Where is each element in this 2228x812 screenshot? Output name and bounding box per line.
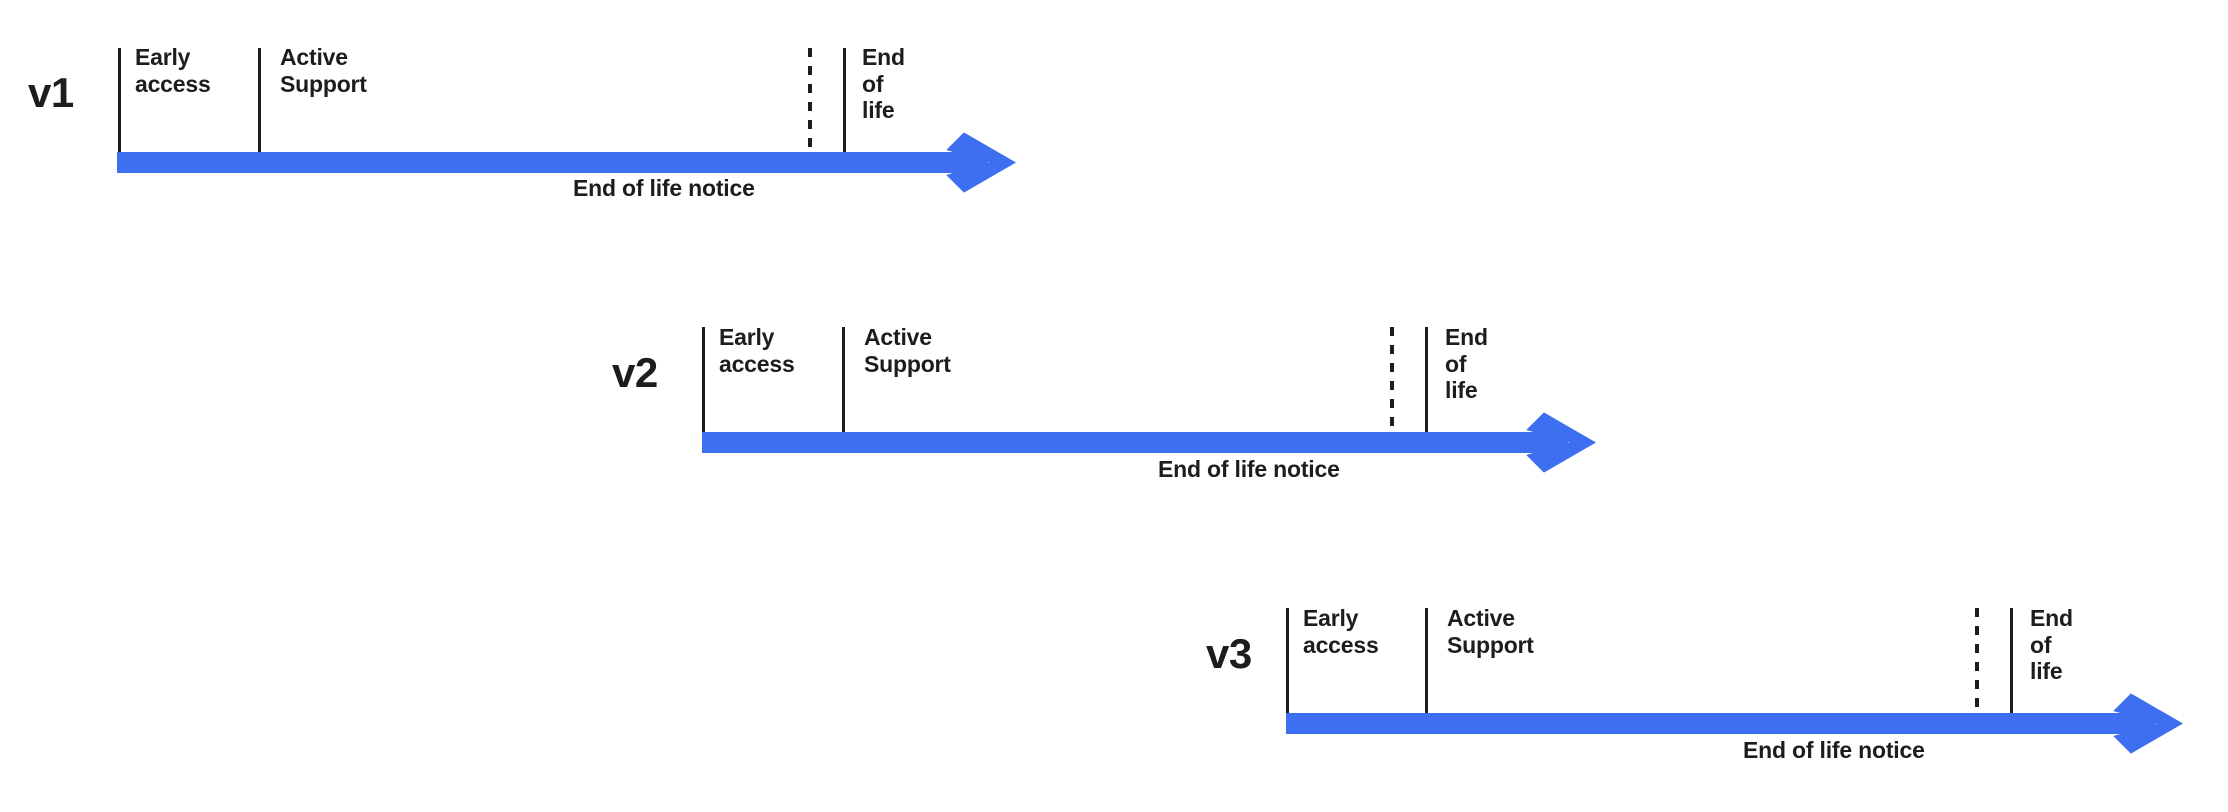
- timeline-arrow-v1: [117, 132, 1016, 193]
- version-label-v2: v2: [612, 349, 658, 396]
- arrow-head-icon: [1526, 412, 1596, 473]
- end-of-life-notice-divider: [808, 48, 812, 152]
- early-access-start-divider: [118, 48, 121, 152]
- timeline-arrow-v3: [1286, 693, 2183, 754]
- phase-label-active-support: Active Support: [280, 44, 367, 97]
- active-support-start-divider: [842, 327, 845, 432]
- phase-label-end-of-life: End of life: [1445, 324, 1488, 404]
- phase-label-active-support: Active Support: [864, 324, 951, 377]
- phase-label-early-access: Early access: [719, 324, 795, 377]
- timeline-bar: [702, 432, 1568, 453]
- phase-label-active-support: Active Support: [1447, 605, 1534, 658]
- end-of-life-notice-divider: [1390, 327, 1394, 432]
- phase-label-end-of-life: End of life: [862, 44, 905, 124]
- end-of-life-start-divider: [2010, 608, 2013, 713]
- early-access-start-divider: [1286, 608, 1289, 713]
- version-label-v1: v1: [28, 69, 74, 116]
- timeline-bar: [1286, 713, 2155, 734]
- timeline-bar: [117, 152, 988, 173]
- timeline-arrow-v2: [702, 412, 1596, 473]
- phase-label-end-of-life-notice: End of life notice: [1158, 456, 1340, 482]
- phase-label-end-of-life-notice: End of life notice: [573, 175, 755, 201]
- active-support-start-divider: [1425, 608, 1428, 713]
- phase-label-end-of-life: End of life: [2030, 605, 2073, 685]
- active-support-start-divider: [258, 48, 261, 152]
- arrow-head-icon: [946, 132, 1016, 193]
- arrow-head-icon: [2113, 693, 2183, 754]
- end-of-life-start-divider: [843, 48, 846, 152]
- phase-label-early-access: Early access: [135, 44, 211, 97]
- end-of-life-notice-divider: [1975, 608, 1979, 713]
- end-of-life-start-divider: [1425, 327, 1428, 432]
- phase-label-early-access: Early access: [1303, 605, 1379, 658]
- version-label-v3: v3: [1206, 630, 1252, 677]
- phase-label-end-of-life-notice: End of life notice: [1743, 737, 1925, 763]
- early-access-start-divider: [702, 327, 705, 432]
